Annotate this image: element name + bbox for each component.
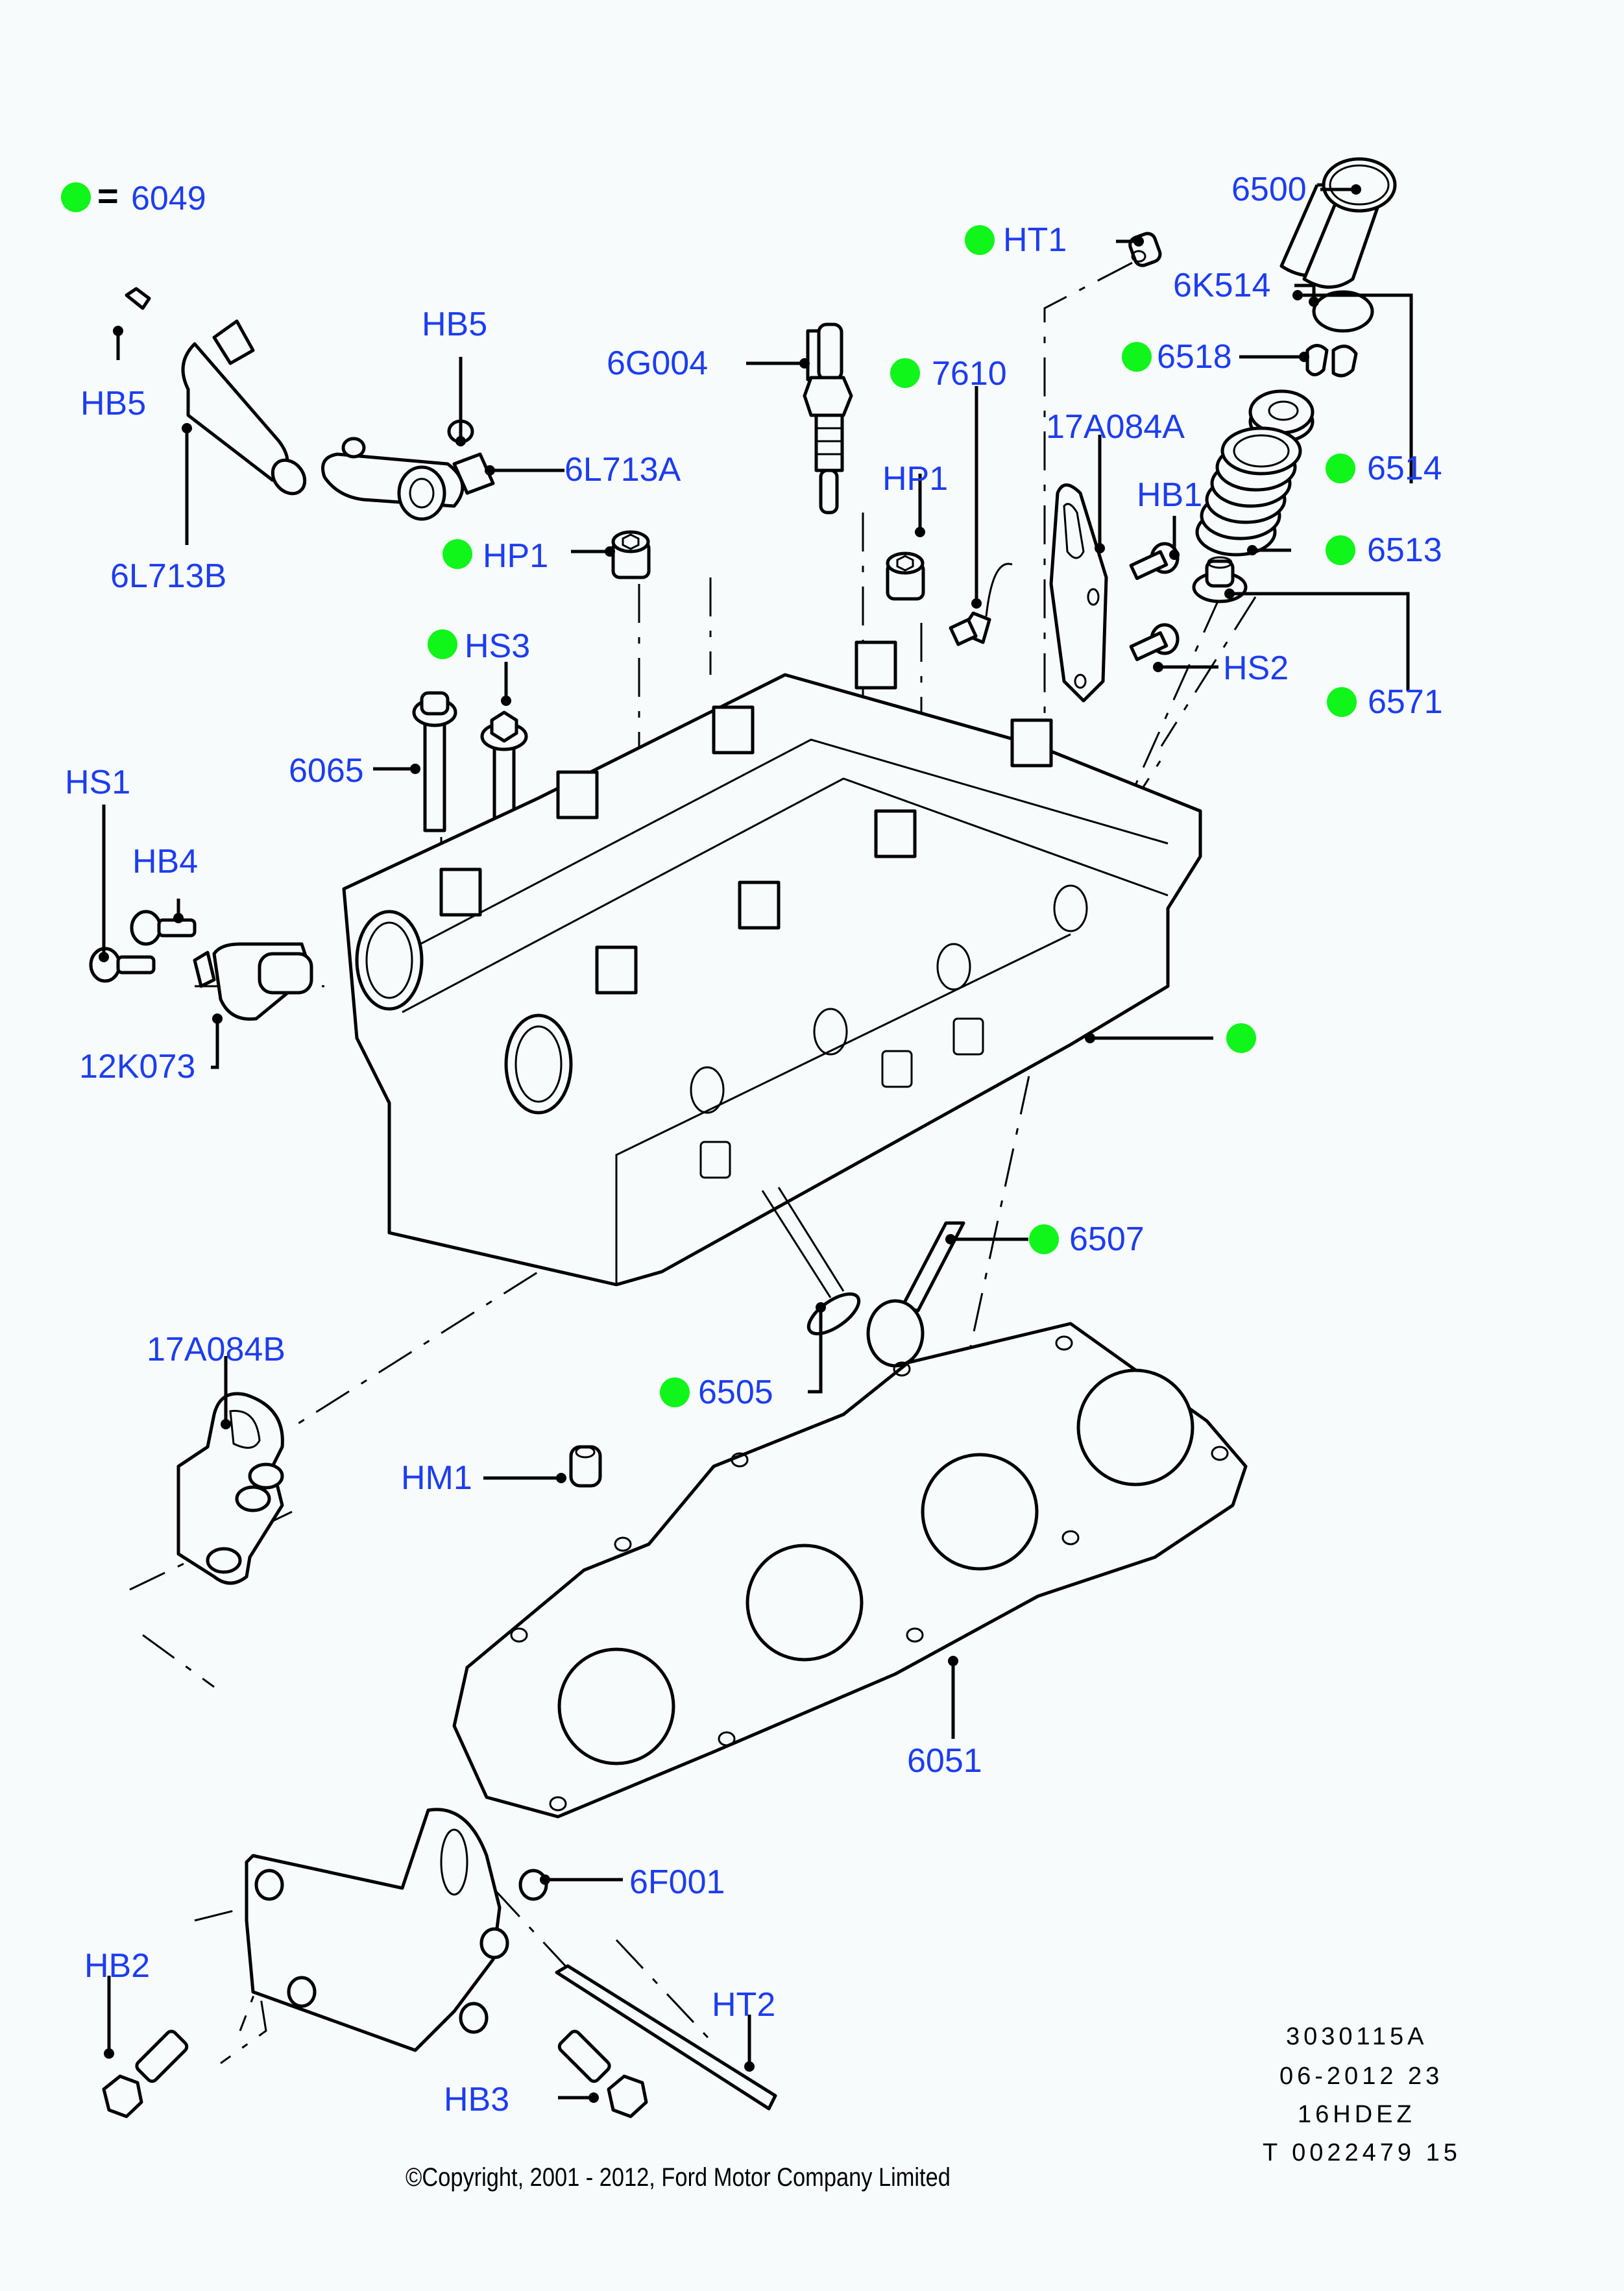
kit-marker-icon	[1226, 1023, 1256, 1053]
kit-marker-icon	[965, 225, 995, 255]
illustration-date: 06-2012 23	[1279, 2063, 1444, 2090]
callout-7610[interactable]: 7610	[932, 355, 1007, 393]
callout-6505[interactable]: 6505	[698, 1374, 773, 1411]
kit-marker-icon	[61, 182, 91, 212]
legend-kit-number[interactable]: 6049	[131, 180, 206, 217]
callout-6l713b[interactable]: 6L713B	[110, 557, 227, 595]
dowel-hm1-drawing	[569, 1445, 602, 1488]
callout-6g004[interactable]: 6G004	[607, 345, 709, 382]
illustration-number: 3030115A	[1286, 2023, 1428, 2050]
kit-marker-icon	[1326, 535, 1355, 565]
sensor-12k073-drawing	[193, 942, 313, 1021]
kit-marker-icon	[1327, 687, 1357, 717]
callout-6518[interactable]: 6518	[1157, 338, 1232, 376]
callout-hb3[interactable]: HB3	[444, 2081, 510, 2118]
callout-hb5-left[interactable]: HB5	[80, 385, 147, 422]
callout-ht2[interactable]: HT2	[712, 1986, 776, 2024]
callout-hb1[interactable]: HB1	[1137, 476, 1203, 514]
front-cover-6f001-drawing	[245, 1808, 548, 2052]
callout-hp1-right[interactable]: HP1	[882, 460, 949, 498]
shim-6k514-drawing	[1312, 290, 1374, 333]
spring-6513-drawing	[1195, 426, 1302, 557]
stud-ht2-drawing	[555, 1964, 777, 2111]
solenoid-6l713b-drawing	[125, 287, 307, 496]
callout-hp1-left[interactable]: HP1	[483, 537, 549, 575]
callout-17a084b[interactable]: 17A084B	[147, 1331, 285, 1368]
bolt-hs2-drawing	[1129, 623, 1180, 661]
bolt-hb3-drawing	[557, 2030, 648, 2118]
callout-12k073[interactable]: 12K073	[79, 1048, 196, 1085]
reference-number: T 0022479 15	[1263, 2139, 1461, 2166]
head-gasket-6051-drawing	[452, 1322, 1248, 1819]
legend-equals: =	[97, 175, 119, 216]
cylinder-head-drawing	[342, 640, 1202, 1287]
kit-marker-icon	[660, 1377, 690, 1407]
plug-ht1-drawing	[1128, 232, 1162, 267]
kit-marker-icon	[428, 629, 457, 659]
callout-ht1[interactable]: HT1	[1003, 221, 1067, 259]
callout-hb5-top[interactable]: HB5	[422, 306, 488, 343]
leader-lines	[99, 184, 1413, 2103]
bracket-17a084a-drawing	[1049, 483, 1108, 703]
engine-code: 16HDEZ	[1298, 2101, 1416, 2128]
kit-marker-icon	[890, 358, 920, 388]
callout-hs2[interactable]: HS2	[1223, 649, 1289, 687]
solenoid-6l713a-drawing	[321, 419, 495, 521]
callout-6051[interactable]: 6051	[907, 1742, 982, 1780]
callout-6507[interactable]: 6507	[1069, 1220, 1145, 1258]
kit-marker-icon	[1029, 1224, 1059, 1254]
tappet-6500-drawing	[1279, 157, 1397, 289]
callout-6500[interactable]: 6500	[1231, 171, 1307, 208]
callout-17a084a[interactable]: 17A084A	[1046, 408, 1185, 446]
kit-marker-icon	[1326, 454, 1355, 483]
bolt-hb2-drawing	[102, 2030, 189, 2118]
callout-6l713a[interactable]: 6L713A	[564, 451, 681, 489]
callout-hs1[interactable]: HS1	[65, 764, 131, 801]
valve-6505-drawing	[761, 1187, 861, 1336]
bolt-hb1-drawing	[1129, 542, 1180, 580]
callout-hb4[interactable]: HB4	[132, 843, 199, 880]
callout-hm1[interactable]: HM1	[401, 1459, 472, 1497]
bolt-6065-drawing	[412, 691, 457, 832]
plug-hp1-right-drawing	[886, 552, 925, 601]
callout-6513[interactable]: 6513	[1367, 531, 1442, 569]
copyright-notice: ©Copyright, 2001 - 2012, Ford Motor Comp…	[406, 2163, 951, 2192]
callout-6f001[interactable]: 6F001	[629, 1863, 725, 1901]
bracket-17a084b-drawing	[176, 1392, 284, 1585]
callout-6k514[interactable]: 6K514	[1173, 267, 1271, 304]
callout-hs3[interactable]: HS3	[465, 627, 531, 665]
valve-6507-drawing	[866, 1221, 965, 1368]
kit-marker-icon	[442, 539, 472, 569]
callout-6571[interactable]: 6571	[1368, 683, 1443, 721]
callout-6065[interactable]: 6065	[289, 752, 364, 790]
callout-hb2[interactable]: HB2	[84, 1947, 151, 1985]
kit-marker-icon	[1122, 342, 1152, 372]
plug-hp1-left-drawing	[611, 530, 651, 579]
callout-6514[interactable]: 6514	[1367, 450, 1442, 487]
sensor-6g004-drawing	[803, 322, 853, 515]
collets-6518-drawing	[1305, 344, 1358, 378]
bolt-hs3-drawing	[480, 710, 528, 836]
switch-7610-drawing	[949, 563, 1013, 646]
bolt-hb4-drawing	[130, 910, 197, 946]
